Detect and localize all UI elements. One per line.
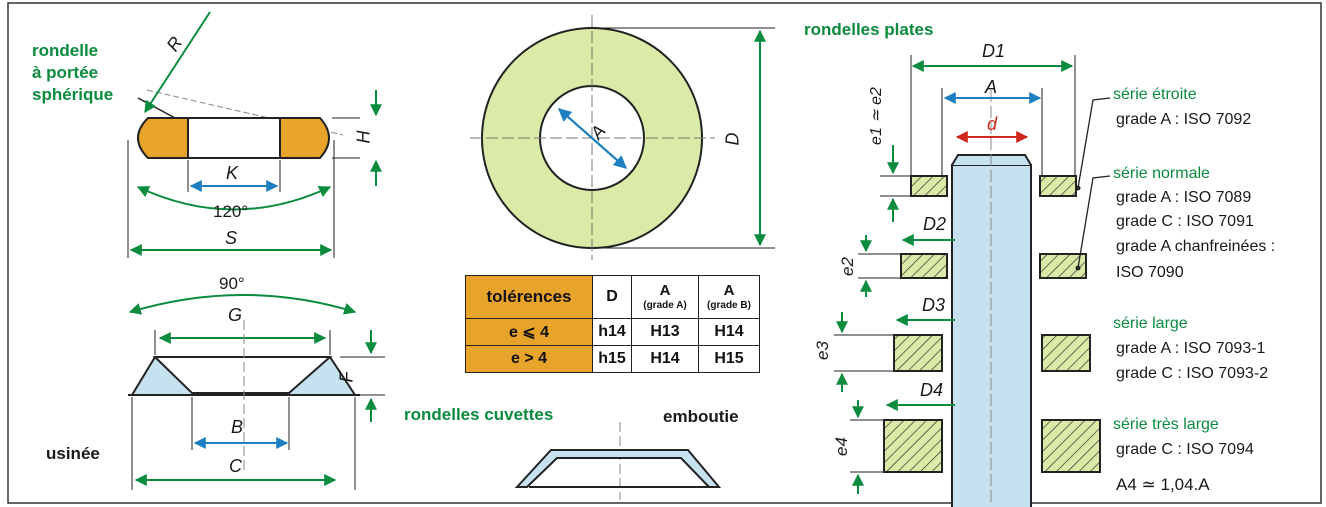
- table-cell: H13: [631, 318, 699, 346]
- table-cell-label: e > 4: [465, 345, 593, 373]
- table-header-a-grade-a: A (grade A): [631, 275, 699, 319]
- flat-washer-series: [834, 55, 1111, 507]
- dim-S: S: [225, 228, 238, 248]
- spherical-title-line2: à portée: [32, 63, 99, 82]
- series-narrow-name: série étroite: [1113, 86, 1197, 103]
- machined-washer: [128, 294, 385, 490]
- stamped-cup-washer: [514, 422, 722, 500]
- dim-B: B: [231, 417, 244, 437]
- table-cell: h15: [592, 345, 632, 373]
- dim-D-center: D: [722, 132, 743, 146]
- series-very-large-name: série très large: [1113, 416, 1219, 433]
- table-cell: H14: [698, 318, 760, 346]
- dim-F: F: [336, 371, 357, 383]
- dim-C: C: [229, 456, 242, 476]
- a4-note: A4 ≃ 1,04.A: [1116, 475, 1210, 494]
- spherical-title-line1: rondelle: [32, 41, 99, 60]
- spherical-title-line3: sphérique: [32, 85, 114, 104]
- series-normal-line: ISO 7090: [1116, 264, 1184, 281]
- series-normal-line: grade A chanfreinées :: [1116, 238, 1276, 255]
- series-normal-name: série normale: [1113, 165, 1210, 182]
- flat-washers-title: rondelles plates: [804, 20, 934, 39]
- dim-G: G: [228, 305, 243, 325]
- dim-d: d: [987, 114, 998, 134]
- table-header-d: D: [592, 275, 632, 319]
- table-header-label: tolérences: [465, 275, 593, 319]
- flat-washer-face: [470, 15, 775, 260]
- dim-e2: e2: [837, 257, 857, 276]
- series-normal-line: grade C : ISO 7091: [1116, 213, 1254, 230]
- dim-e3: e3: [812, 341, 832, 360]
- dim-D3: D3: [922, 295, 946, 315]
- dim-e4: e4: [831, 437, 851, 456]
- series-narrow-line: grade A : ISO 7092: [1116, 111, 1252, 128]
- dim-K: K: [226, 163, 239, 183]
- series-large-line: grade A : ISO 7093-1: [1116, 340, 1266, 357]
- dim-D1: D1: [982, 41, 1006, 61]
- table-row: e ⩽ 4 h14 H13 H14: [465, 318, 760, 346]
- table-header-row: tolérences D A (grade A) A (grade B): [465, 275, 760, 319]
- dim-A-right: A: [985, 77, 998, 97]
- spherical-washer: [127, 11, 382, 258]
- table-header-a-grade-b: A (grade B): [698, 275, 760, 319]
- stamped-title: emboutie: [663, 407, 739, 426]
- series-normal-line: grade A : ISO 7089: [1116, 189, 1252, 206]
- dim-angle-90: 90°: [219, 274, 245, 293]
- dim-D2: D2: [923, 214, 947, 234]
- table-cell-label: e ⩽ 4: [465, 318, 593, 346]
- table-cell: h14: [592, 318, 632, 346]
- dim-D4: D4: [920, 380, 944, 400]
- series-large-name: série large: [1113, 315, 1188, 332]
- table-row: e > 4 h15 H14 H15: [465, 345, 760, 373]
- table-cell: H15: [698, 345, 760, 373]
- cup-washers-title: rondelles cuvettes: [404, 405, 554, 424]
- dim-angle-120: 120°: [213, 202, 249, 221]
- dim-H: H: [353, 130, 374, 144]
- series-very-large-line: grade C : ISO 7094: [1116, 441, 1254, 458]
- machined-title: usinée: [46, 444, 100, 463]
- dim-e1-e2: e1 ≃ e2: [867, 87, 885, 145]
- table-cell: H14: [631, 345, 699, 373]
- tolerance-table: tolérences D A (grade A) A (grade B) e ⩽…: [465, 275, 760, 373]
- series-large-line: grade C : ISO 7093-2: [1116, 365, 1269, 382]
